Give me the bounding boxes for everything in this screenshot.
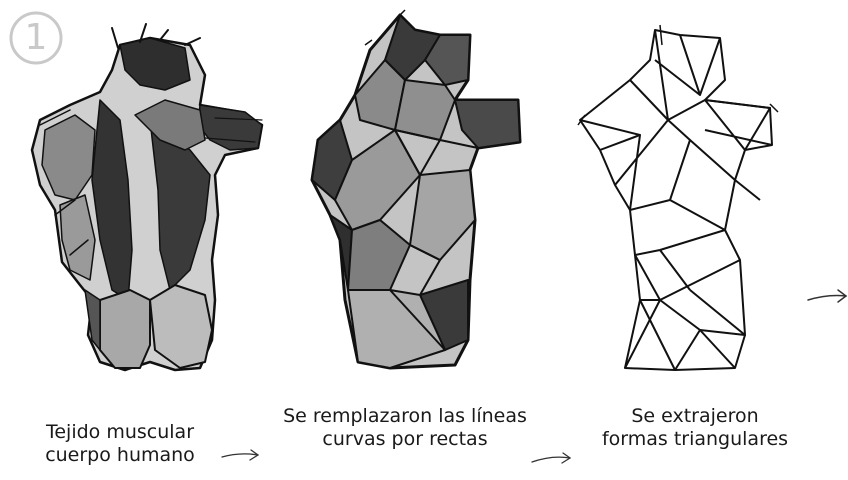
caption-muscle-line2: cuerpo humano — [45, 444, 195, 466]
caption-arrow-icon — [531, 452, 572, 464]
caption-muscle: Tejido muscular cuerpo humano — [20, 421, 220, 467]
caption-lines: Se remplazaron las líneas curvas por rec… — [250, 405, 560, 451]
arrow-right-icon — [807, 289, 848, 303]
polygon-figure — [310, 9, 522, 370]
caption-muscle-line1: Tejido muscular — [45, 421, 195, 443]
triangle-figure — [577, 24, 779, 371]
caption-lines-line2: curvas por rectas — [322, 428, 488, 450]
caption-triangles-line2: formas triangulares — [601, 428, 789, 450]
caption-arrow-icon — [221, 449, 260, 461]
muscle-figure — [30, 23, 264, 372]
caption-lines-line1: Se remplazaron las líneas — [283, 405, 527, 427]
caption-triangles: Se extrajeron formas triangulares — [585, 405, 805, 451]
step-number: 1 — [24, 17, 48, 58]
caption-triangles-line1: Se extrajeron — [631, 405, 759, 427]
step-circle-icon — [9, 11, 63, 65]
